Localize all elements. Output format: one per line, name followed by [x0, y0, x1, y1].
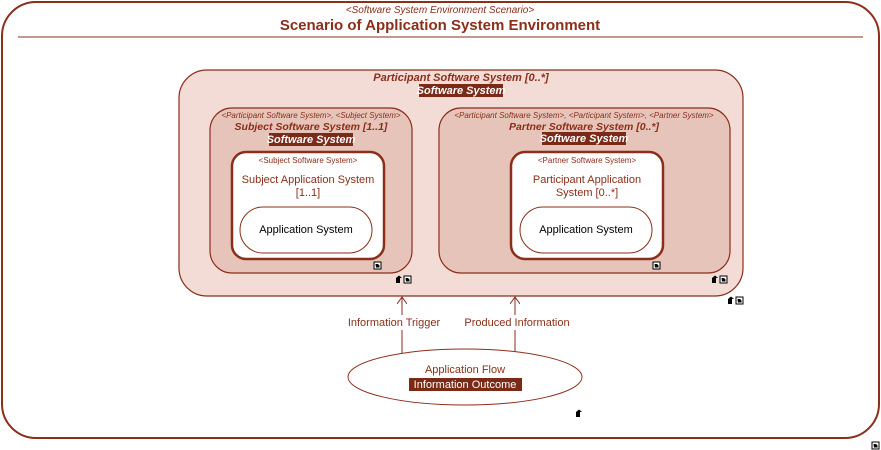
- scenario-stereotype: <Software System Environment Scenario>: [346, 5, 535, 16]
- subject-inner-stereotype: <Subject Software System>: [259, 156, 358, 165]
- partner-inner-stereotype: <Partner Software System>: [538, 156, 637, 165]
- partner-app-node[interactable]: Application System: [519, 206, 653, 254]
- expand-icon[interactable]: [871, 441, 880, 450]
- participant-title: Participant Software System [0..*]: [373, 72, 549, 84]
- subject-inner-title-line2: [1..1]: [296, 187, 320, 199]
- subject-inner-title-line1: Subject Application System: [242, 174, 375, 186]
- participant-type-badge: [419, 84, 503, 97]
- information-trigger-flow[interactable]: Information Trigger: [346, 297, 442, 354]
- subject-type-label: Software System: [267, 134, 356, 146]
- scenario-title: Scenario of Application System Environme…: [280, 17, 600, 34]
- expand-icon[interactable]: [719, 275, 728, 284]
- application-flow-title: Application Flow: [425, 364, 505, 376]
- subject-app-node[interactable]: Application System: [239, 206, 373, 254]
- subject-application-system[interactable]: <Subject Software System> Subject Applic…: [230, 150, 386, 261]
- participant-type-label: Software System: [417, 85, 506, 97]
- subject-stereotype: <Participant Software System>, <Subject …: [221, 111, 401, 120]
- produced-information-label: Produced Information: [464, 317, 569, 329]
- application-flow[interactable]: Application Flow Information Outcome: [347, 348, 583, 406]
- expand-icon[interactable]: [652, 261, 661, 270]
- produced-information-flow[interactable]: Produced Information: [462, 297, 572, 354]
- partner-title: Partner Software System [0..*]: [509, 121, 659, 133]
- partner-application-system[interactable]: <Partner Software System> Participant Ap…: [509, 150, 665, 261]
- information-trigger-label: Information Trigger: [348, 317, 441, 329]
- partner-app-label: Application System: [539, 224, 633, 236]
- partner-inner-title-line1: Participant Application: [533, 174, 641, 186]
- partner-stereotype: <Participant Software System>, <Particip…: [454, 111, 714, 120]
- expand-icon[interactable]: [403, 275, 412, 284]
- subject-software-system[interactable]: <Participant Software System>, <Subject …: [209, 107, 413, 274]
- subject-app-label: Application System: [259, 224, 353, 236]
- partner-software-system[interactable]: <Participant Software System>, <Particip…: [438, 107, 731, 274]
- subject-type-badge: [269, 133, 353, 146]
- partner-type-badge: [542, 132, 626, 145]
- information-outcome-badge: [409, 378, 522, 391]
- expand-icon[interactable]: [735, 296, 744, 305]
- expand-icon[interactable]: [373, 261, 382, 270]
- information-outcome-label: Information Outcome: [414, 379, 517, 391]
- partner-type-label: Software System: [540, 133, 629, 145]
- subject-title: Subject Software System [1..1]: [235, 121, 388, 133]
- partner-inner-title-line2: System [0..*]: [556, 187, 618, 199]
